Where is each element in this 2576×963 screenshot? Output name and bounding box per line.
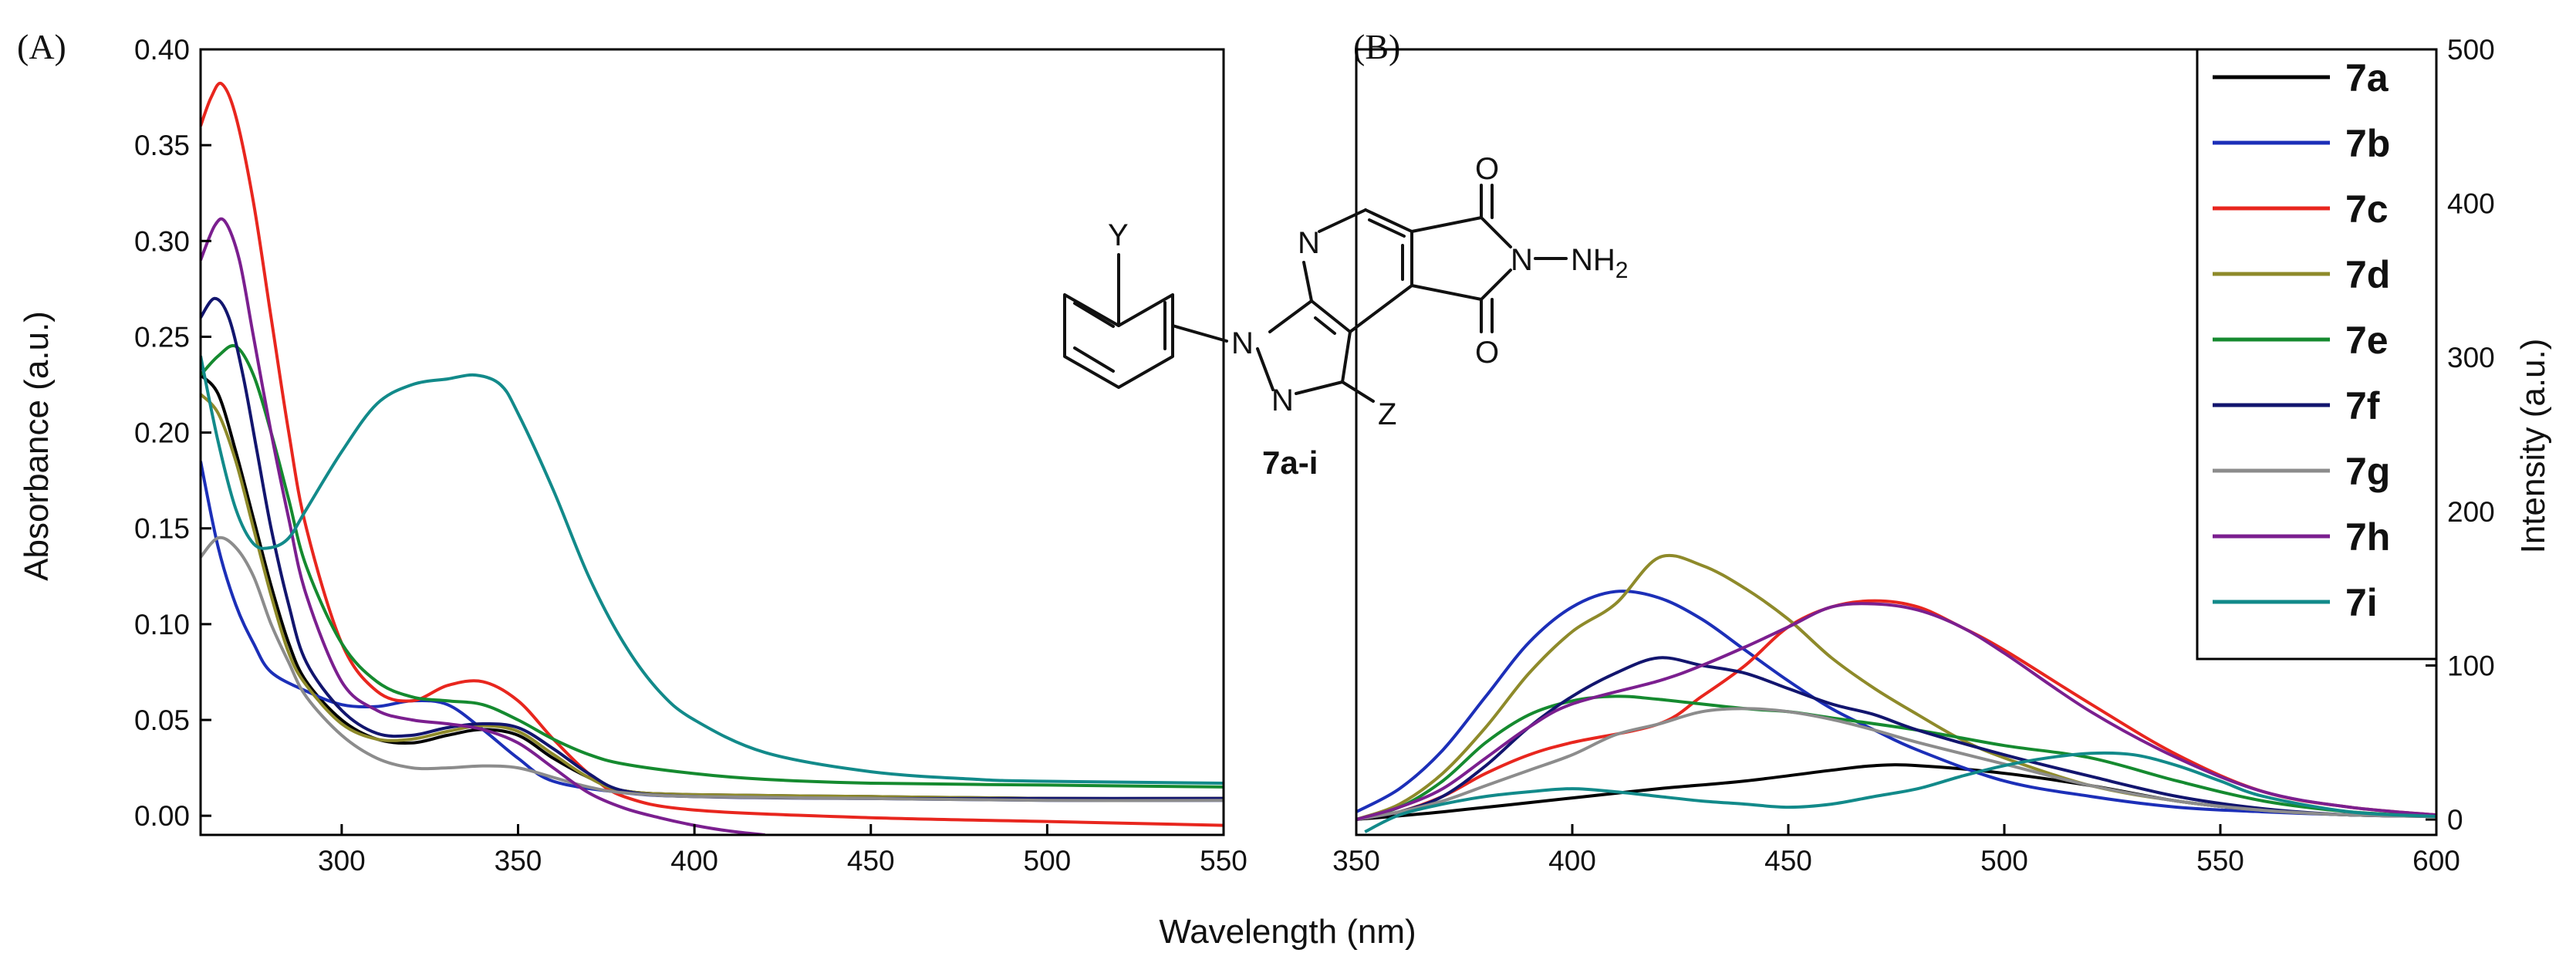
- pyrazole-bond: [1310, 299, 1352, 333]
- imide-bond: [1410, 216, 1483, 233]
- legend-box: [2196, 48, 2438, 661]
- panel-b-series-group: [1356, 553, 2436, 833]
- imide-n-label: N: [1511, 243, 1533, 277]
- substituent-z-label: Z: [1378, 397, 1396, 431]
- panel-b-x-tick-label: 550: [2196, 845, 2244, 877]
- pyrazole-bond: [1256, 347, 1274, 391]
- panel-a-series-group: [201, 81, 1224, 835]
- panel-b-y-tick-label: 0: [2447, 804, 2463, 836]
- legend-label-7e: 7e: [2345, 319, 2389, 362]
- substituent-y-label: Y: [1108, 218, 1129, 252]
- panel-a-x-ticks: 300 350 400 450 500 550: [318, 824, 1247, 877]
- panel-b-y-tick-label: 200: [2447, 496, 2495, 528]
- panel-a-y-tick-label: 0.30: [134, 225, 190, 257]
- legend-label-7b: 7b: [2345, 122, 2390, 165]
- chemical-structure-labels: Y N N N O O N NH2 Z 7a-i: [1108, 152, 1628, 481]
- panel-a-y-axis-title: Absorbance (a.u.): [18, 311, 56, 581]
- panel-b-y-tick-label: 500: [2447, 34, 2495, 66]
- legend-label-7f: 7f: [2345, 384, 2380, 427]
- panel-a-series-7i: [201, 355, 1224, 785]
- panel-a-x-tick-label: 350: [495, 845, 542, 877]
- panel-b-x-tick-label: 400: [1548, 845, 1596, 877]
- pyrazole-bond: [1295, 380, 1344, 395]
- panel-a-y-tick-label: 0.35: [134, 130, 190, 161]
- panel-b-series-7h: [1356, 602, 2436, 821]
- panel-a-series-7b: [201, 461, 1224, 802]
- panel-a-y-tick-label: 0.05: [134, 705, 190, 736]
- panel-b-y-axis-title: Intensity (a.u.): [2514, 339, 2552, 554]
- legend: 7a 7b 7c 7d 7e 7f 7g 7h 7i: [2196, 48, 2438, 661]
- legend-label-7d: 7d: [2345, 253, 2390, 296]
- z-bond: [1341, 380, 1375, 403]
- pyridine-bond: [1349, 284, 1413, 333]
- panel-a-label: (A): [17, 27, 66, 66]
- panel-b-label: (B): [1353, 27, 1400, 66]
- panel-a-x-tick-label: 450: [847, 845, 895, 877]
- panel-b-x-tick-label: 600: [2412, 845, 2460, 877]
- panel-a-x-tick-label: 500: [1024, 845, 1072, 877]
- panel-a-x-tick-label: 300: [318, 845, 366, 877]
- panel-b-y-tick-label: 100: [2447, 650, 2495, 681]
- compound-label: 7a-i: [1262, 444, 1318, 481]
- pyrazole-n2-label: N: [1271, 384, 1294, 417]
- panel-a-y-tick-label: 0.15: [134, 513, 190, 545]
- panel-b-y-tick-label: 400: [2447, 188, 2495, 220]
- panel-b-y-ticks: 0 100 200 300 400 500: [2426, 34, 2495, 836]
- n-phenyl-bond: [1171, 324, 1228, 343]
- panel-a-series-7a: [201, 373, 1224, 800]
- pyrazole-double-bond: [1314, 316, 1336, 335]
- x-axis-title: Wavelength (nm): [1159, 913, 1416, 951]
- pyrazole-bond: [1268, 299, 1313, 333]
- imide-bond: [1480, 216, 1512, 248]
- panel-a-y-tick-label: 0.20: [134, 417, 190, 449]
- panel-a-x-tick-label: 400: [670, 845, 718, 877]
- phenyl-double-bond: [1073, 302, 1115, 328]
- legend-items: 7a 7b 7c 7d 7e 7f 7g 7h 7i: [2213, 56, 2390, 624]
- chemical-structure-inset: [1063, 184, 1568, 403]
- panel-a-y-ticks: 0.00 0.05 0.10 0.15 0.20 0.25 0.30 0.35 0.40: [134, 34, 211, 832]
- panel-a-y-tick-label: 0.40: [134, 34, 190, 66]
- legend-label-7g: 7g: [2345, 450, 2390, 493]
- panel-b-x-ticks: 350 400 450 500 550 600: [1332, 824, 2460, 877]
- legend-label-7i: 7i: [2345, 581, 2378, 624]
- imide-bond: [1410, 284, 1483, 301]
- pyrazole-n1-label: N: [1231, 326, 1254, 360]
- legend-label-7c: 7c: [2345, 188, 2389, 231]
- panel-a-series-7c: [201, 81, 1224, 827]
- panel-a-series-7d: [201, 393, 1224, 800]
- panel-b-series-7b: [1356, 590, 2436, 818]
- panel-b-series-7f: [1356, 656, 2436, 821]
- pyridine-double-bond: [1368, 218, 1406, 238]
- carbonyl-o-top-label: O: [1475, 152, 1499, 186]
- panel-b-series-7i: [1364, 751, 2436, 833]
- panel-a-series-7f: [201, 296, 1224, 800]
- panel-a-y-tick-label: 0.10: [134, 609, 190, 640]
- phenyl-double-bond: [1073, 346, 1115, 373]
- carbonyl-o-bottom-label: O: [1475, 336, 1499, 370]
- panel-b-x-tick-label: 350: [1332, 845, 1380, 877]
- pyridine-n-label: N: [1298, 226, 1320, 260]
- panel-a-x-tick-label: 550: [1200, 845, 1247, 877]
- panel-b-y-tick-label: 300: [2447, 342, 2495, 373]
- panel-a-y-tick-label: 0.00: [134, 800, 190, 832]
- pyrazole-bond: [1341, 330, 1352, 384]
- panel-b-x-tick-label: 500: [1980, 845, 2028, 877]
- pyridine-bond: [1302, 261, 1313, 302]
- panel-a-series-7g: [201, 536, 1224, 802]
- panel-b-series-7g: [1356, 707, 2436, 821]
- amine-label: NH2: [1571, 243, 1628, 283]
- legend-label-7a: 7a: [2345, 56, 2389, 100]
- panel-a-frame: [199, 48, 1225, 836]
- panel-a: (A) Absorbance (a.u.) 300 350 400 450 500 550…: [17, 27, 1247, 877]
- imide-bond: [1480, 269, 1512, 301]
- legend-label-7h: 7h: [2345, 515, 2390, 559]
- panel-b-x-tick-label: 450: [1764, 845, 1812, 877]
- panel-a-series-7h: [201, 217, 765, 835]
- pyridine-bond: [1364, 208, 1413, 233]
- panel-a-y-tick-label: 0.25: [134, 321, 190, 353]
- pyridine-bond: [1318, 208, 1367, 233]
